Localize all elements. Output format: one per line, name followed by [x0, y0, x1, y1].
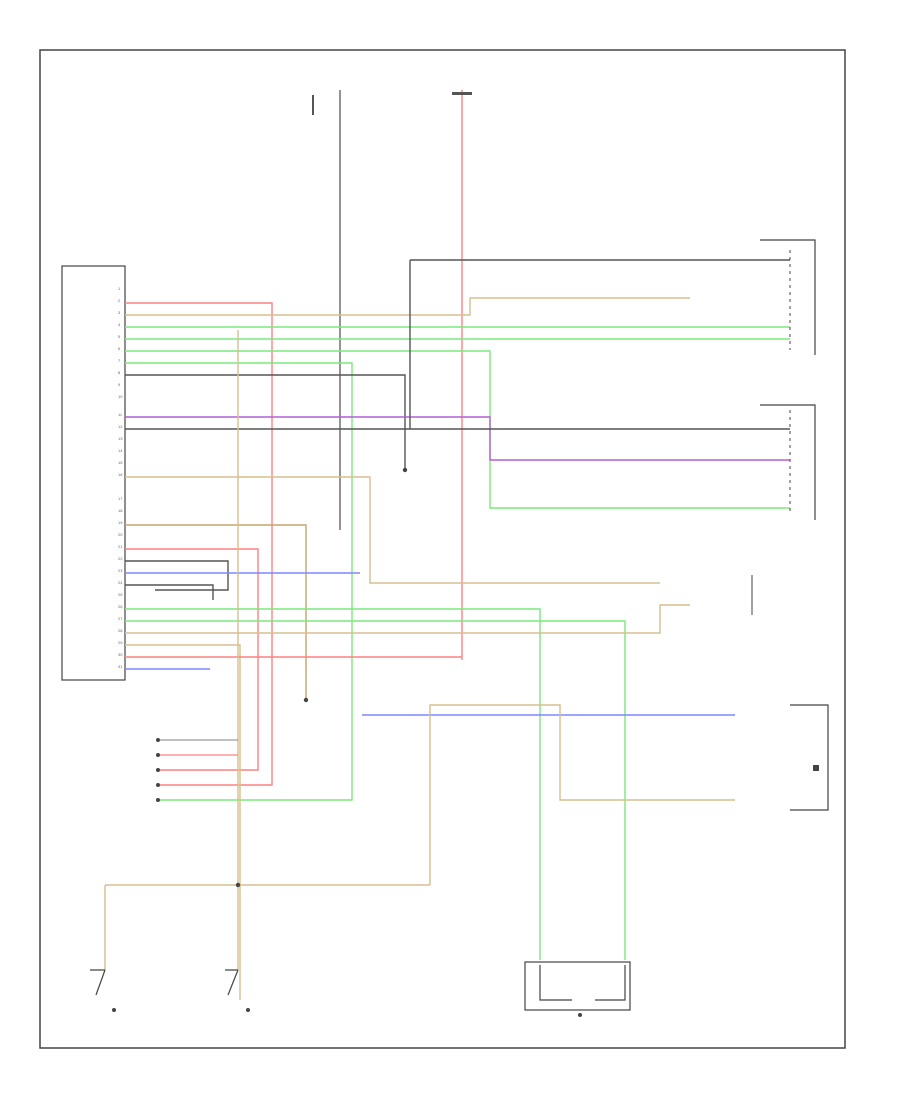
svg-text:4: 4: [118, 322, 121, 327]
svg-text:7: 7: [118, 358, 121, 363]
svg-text:1: 1: [118, 286, 121, 291]
control-unit-wires: [125, 259, 790, 1000]
svg-text:24: 24: [118, 580, 123, 585]
svg-text:8: 8: [118, 370, 121, 375]
splice-dot-icon: [303, 697, 309, 703]
svg-text:10: 10: [118, 394, 123, 399]
svg-text:28: 28: [118, 628, 123, 633]
svg-text:31: 31: [118, 664, 123, 669]
svg-text:3: 3: [118, 310, 121, 315]
svg-text:12: 12: [118, 424, 123, 429]
passenger-airbag-module: [760, 404, 816, 520]
svg-text:25: 25: [118, 592, 123, 597]
ground-icon: [246, 1008, 250, 1012]
svg-text:27: 27: [118, 616, 123, 621]
svg-text:18: 18: [118, 508, 123, 513]
svg-text:5: 5: [118, 334, 121, 339]
svg-text:15: 15: [118, 460, 123, 465]
svg-text:30: 30: [118, 652, 123, 657]
passenger-seat-sensor: [790, 704, 829, 811]
lower-wires: [104, 704, 735, 970]
svg-text:9: 9: [118, 382, 121, 387]
svg-text:6: 6: [118, 346, 121, 351]
svg-text:21: 21: [118, 544, 123, 549]
svg-text:20: 20: [118, 532, 123, 537]
svg-text:11: 11: [118, 412, 123, 417]
driver-airbag-module: [760, 239, 816, 355]
diagram-border: [39, 49, 846, 1049]
svg-text:22: 22: [118, 556, 123, 561]
svg-text:16: 16: [118, 472, 123, 477]
splice-dot-icon: [235, 882, 241, 888]
svg-text:26: 26: [118, 604, 123, 609]
ground-icon: [112, 1008, 116, 1012]
svg-text:17: 17: [118, 496, 123, 501]
svg-text:13: 13: [118, 436, 123, 441]
svg-text:19: 19: [118, 520, 123, 525]
occupant-sensor-unit: [524, 961, 631, 1017]
svg-text:14: 14: [118, 448, 123, 453]
svg-text:29: 29: [118, 640, 123, 645]
splice-dot-icon: [402, 467, 408, 473]
svg-text:2: 2: [118, 298, 121, 303]
right-buckle-switch: [225, 969, 250, 1012]
top-feeds: [312, 90, 472, 660]
left-buckle-switch: [90, 969, 116, 1012]
diagnostic-connector: [156, 738, 238, 802]
ground-icon: [578, 1013, 582, 1017]
svg-text:23: 23: [118, 568, 123, 573]
